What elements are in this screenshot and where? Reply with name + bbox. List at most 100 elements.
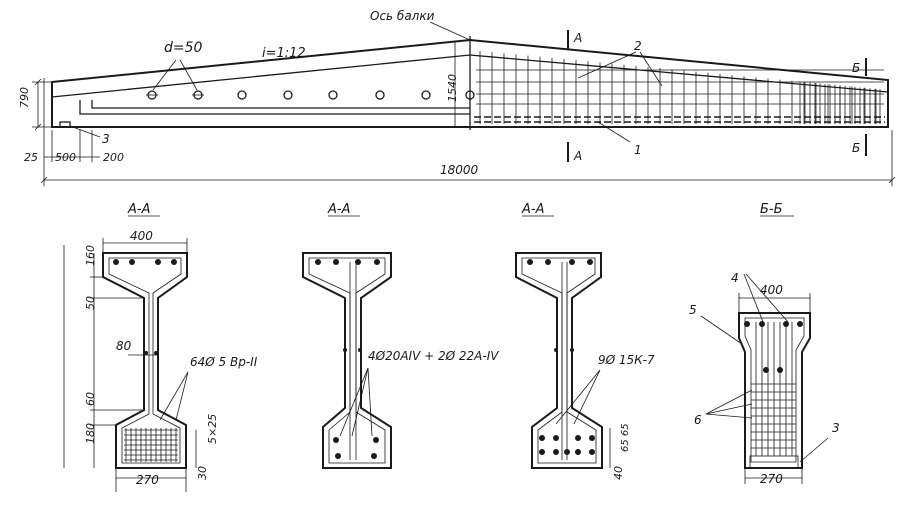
rebar-dot: [783, 321, 789, 327]
callout-6-leader: [705, 413, 753, 419]
rebar-dot: [335, 453, 341, 459]
tick: [40, 176, 48, 184]
hole-diameter-label: d=50: [164, 40, 203, 56]
rebar-dot: [763, 367, 769, 373]
callout-3: 3: [832, 421, 840, 435]
dim-bot-width-label: 270: [760, 472, 783, 486]
hole-leader: [152, 59, 177, 91]
rebar-dot: [545, 259, 551, 265]
rebar-dot: [374, 259, 380, 265]
rebar-dot: [343, 348, 347, 352]
strand-dots: [539, 435, 595, 455]
callout-3-leader: [799, 437, 829, 463]
callout-2-leader: [639, 51, 663, 87]
beam-outline: [51, 38, 889, 128]
rebar-dot: [358, 348, 362, 352]
callout-6-leader: [705, 389, 753, 415]
section-outline: [302, 252, 392, 469]
rebar-leader: [573, 369, 601, 425]
offset-25-label: 25: [24, 151, 38, 164]
web-holes: [146, 90, 475, 100]
rebar-dot: [797, 321, 803, 327]
end-rebar-grid: [751, 322, 796, 456]
callout-4-leader: [745, 273, 789, 323]
beam-elevation: Ось балки d=50 i=1:12 790 1540 18000 25 …: [18, 9, 896, 186]
hole-leader: [179, 59, 198, 91]
rebar-leader: [159, 371, 189, 421]
rebar-dot: [527, 259, 533, 265]
callout-4-leader: [743, 273, 764, 323]
section-aa-1: А-А 400 160 50 60 180 80 270: [63, 202, 258, 492]
dim-web-label: 80: [116, 339, 132, 353]
callout-1: 1: [634, 143, 642, 157]
strand-dot: [539, 435, 545, 441]
rebar-dot: [129, 259, 135, 265]
section-outline: [738, 312, 811, 469]
bottom-flange-line: [79, 100, 470, 115]
rebar-leader: [175, 371, 189, 421]
web-hole: [328, 90, 338, 100]
rebar-dot: [144, 351, 148, 355]
section-bb: Б-Б 400 270 4 5 6 3: [689, 202, 840, 486]
rebar-dot: [777, 367, 783, 373]
length-label: 18000: [440, 163, 479, 177]
rebar-dot: [569, 259, 575, 265]
rebar-dot: [154, 351, 158, 355]
axis-label: Ось балки: [370, 9, 435, 23]
dim-cover-label: 40: [612, 466, 625, 480]
stirrup-outline: [108, 257, 182, 464]
rebar-dot: [759, 321, 765, 327]
axis-leader: [429, 21, 471, 41]
dim-top-width-label: 400: [130, 229, 153, 243]
rebar-dot: [333, 259, 339, 265]
rebar-dot: [171, 259, 177, 265]
callout-2-leader: [577, 51, 637, 79]
strand-dot: [575, 449, 581, 455]
end-height-label: 790: [18, 87, 31, 108]
web-line: [91, 100, 470, 109]
dim-flange-label: 160: [84, 245, 97, 266]
dim-bot-width-label: 270: [136, 473, 159, 487]
strand-dot: [589, 449, 595, 455]
dim-bot-haunch-label: 60: [84, 392, 97, 406]
callout-5-leader: [700, 315, 743, 345]
rebar-leader: [367, 367, 373, 437]
callout-3-leader: [69, 125, 101, 138]
tick: [34, 123, 42, 131]
stirrup-outline: [744, 317, 805, 463]
rebar-dot: [373, 437, 379, 443]
tick: [34, 78, 42, 86]
rebar-label: 9Ø 15К-7: [598, 353, 655, 367]
tick: [888, 176, 896, 184]
section-title: Б-Б: [760, 202, 783, 217]
strand-dot: [589, 435, 595, 441]
rebar-dot: [333, 437, 339, 443]
dim-bot-flange-label: 180: [84, 423, 97, 444]
cut-label-a-bottom: А: [573, 149, 582, 163]
rebar-dot: [355, 259, 361, 265]
strand-dot: [575, 435, 581, 441]
rebar-leader: [339, 367, 369, 437]
rebar-leader: [351, 367, 369, 437]
cut-label-b-top: Б: [852, 61, 860, 75]
callout-6-leader: [705, 403, 753, 415]
section-outline: [515, 252, 603, 469]
section-aa-3: А-А 65 65 40 9Ø 15К-7: [515, 202, 655, 480]
section-title: А-А: [327, 202, 350, 217]
callout-6: 6: [694, 413, 702, 427]
web-hole: [237, 90, 247, 100]
rebar-dot: [744, 321, 750, 327]
strand-dot: [553, 435, 559, 441]
dim-spacing-label: 5×25: [206, 414, 219, 444]
rebar-dot: [554, 348, 558, 352]
rebar-label: 64Ø 5 Вр-II: [190, 355, 258, 369]
section-title: А-А: [127, 202, 150, 217]
web-hole: [375, 90, 385, 100]
rebar-label: 4Ø20АIV + 2Ø 22А-IV: [368, 349, 499, 363]
rebar-dot: [113, 259, 119, 265]
section-outline: [102, 252, 188, 469]
slope-label: i=1:12: [262, 46, 306, 61]
dim-cover-label: 30: [196, 466, 209, 480]
offset-200-label: 200: [103, 151, 124, 164]
